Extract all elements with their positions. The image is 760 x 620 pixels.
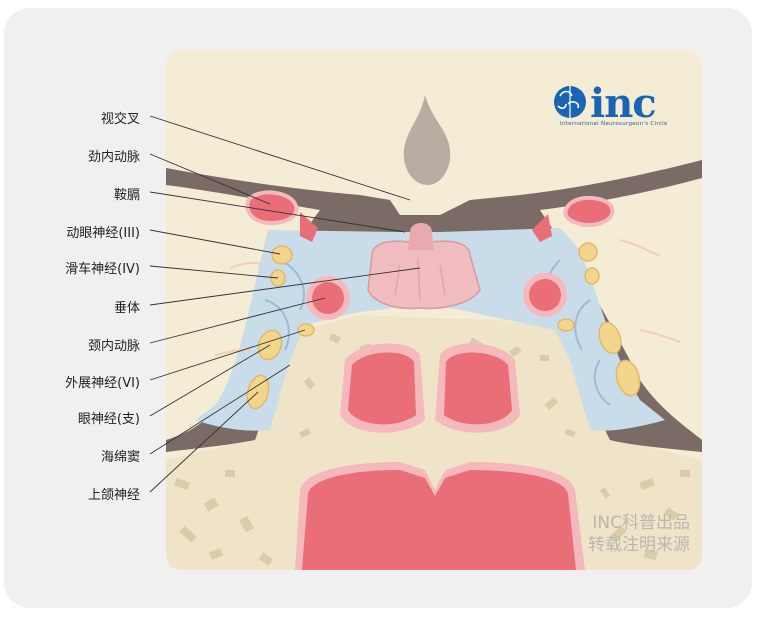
leader-trochlear (149, 265, 279, 279)
nasal-cavity (302, 470, 576, 570)
brain-logo-icon (554, 86, 586, 118)
supraclinoid-carotid-left (245, 190, 299, 225)
label-trochlear-nerve: 滑车神经(IV) (65, 262, 140, 277)
label-cervical-carotid: 劲内动脉 (87, 150, 140, 165)
pituitary-gland (367, 240, 481, 310)
logo-wordmark: inc (590, 80, 657, 127)
arachnoid-strands (214, 239, 681, 356)
cavernous-carotid-left (312, 282, 344, 314)
cavernous-carotid-right (529, 279, 561, 311)
supraclinoid-carotid-right (563, 196, 615, 227)
label-oculomotor-nerve: 动眼神经(III) (66, 226, 140, 241)
leader-cavernous-sinus (149, 364, 291, 455)
leader-maxillary (149, 391, 259, 493)
logo-subtitle: International Neurosurgeon's Circle (560, 121, 668, 127)
leader-lines (149, 115, 421, 493)
leader-abducens (149, 329, 306, 381)
carotid-branch-left (300, 212, 318, 242)
watermark-line1: INC科普出品 (592, 513, 690, 533)
leader-sellar-diaphragm (149, 191, 406, 233)
label-cavernous-sinus: 海绵窦 (100, 450, 140, 465)
label-ophthalmic-nerve: 眼神经(支) (77, 412, 140, 427)
watermark-line2: 转载注明来源 (588, 535, 690, 555)
leader-cervical-carotid (149, 153, 271, 205)
label-column: 视交叉 劲内动脉 鞍膈 动眼神经(III) 滑车神经(IV) 垂体 颈内动脉 外… (0, 0, 160, 620)
label-sellar-diaphragm: 鞍膈 (113, 188, 140, 203)
leader-internal-carotid (149, 297, 326, 344)
third-ventricle (403, 95, 451, 185)
cranial-nerves (246, 242, 641, 410)
sphenoid-sinus-left (348, 352, 416, 425)
leader-ophthalmic (149, 344, 271, 417)
leader-pituitary (149, 267, 421, 306)
label-optic-chiasm: 视交叉 (100, 112, 140, 127)
sphenoid-sinus-right (444, 352, 512, 425)
bone-trabeculae (174, 333, 690, 566)
pituitary-stalk (408, 223, 434, 250)
leader-oculomotor (149, 229, 281, 255)
label-maxillary-nerve: 上颌神经 (87, 488, 140, 503)
leader-optic-chiasm (149, 115, 411, 201)
label-abducens-nerve: 外展神经(VI) (65, 376, 140, 391)
carotid-branch-right (532, 214, 552, 242)
label-pituitary: 垂体 (113, 301, 140, 316)
pituitary-striations (394, 257, 446, 301)
label-internal-carotid: 颈内动脉 (87, 339, 140, 354)
